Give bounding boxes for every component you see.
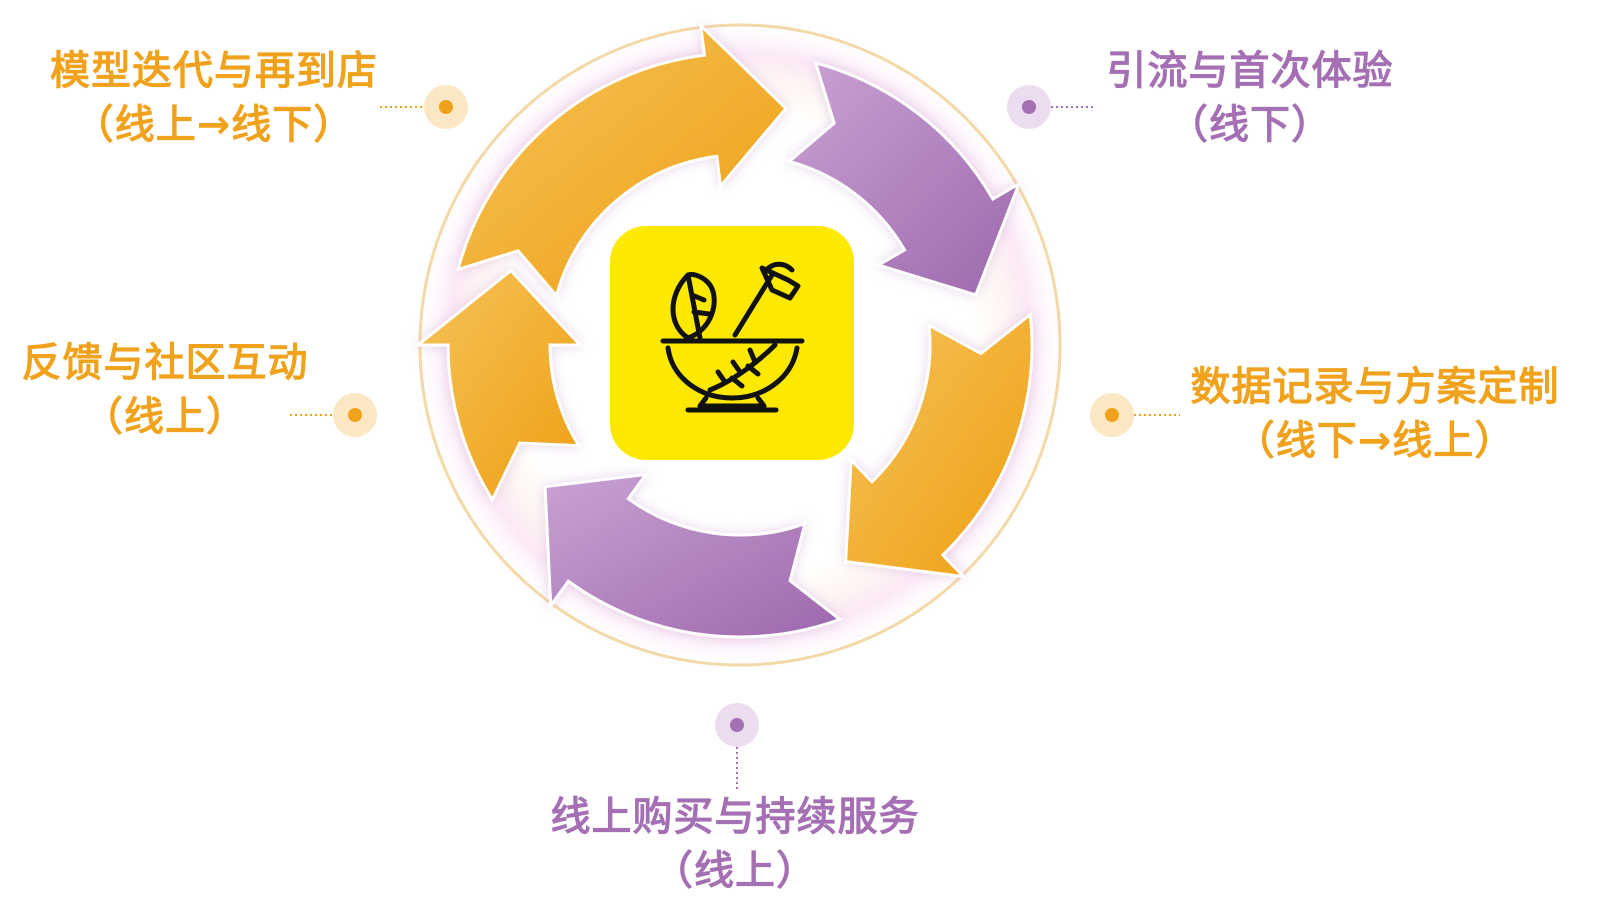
stage-title: 线上购买与持续服务 <box>550 794 920 840</box>
stage-label-top-left: 模型迭代与再到店 （线上→线下） <box>24 44 404 152</box>
cycle-arrows <box>413 21 1034 639</box>
connectors <box>290 85 1180 790</box>
stage-mode: （线下→线上） <box>1234 418 1516 464</box>
stage-label-mid-right: 数据记录与方案定制 （线下→线上） <box>1150 360 1600 468</box>
stage-title: 反馈与社区互动 <box>21 340 309 386</box>
arrow-right-lower <box>844 311 1034 579</box>
stage-mode: （线上→线下） <box>73 102 355 148</box>
mortar-pestle-herb-icon <box>660 261 805 413</box>
stage-mode: （线上） <box>83 394 247 440</box>
stage-title: 模型迭代与再到店 <box>50 48 378 94</box>
stage-mode: （线下） <box>1168 102 1332 148</box>
arrow-bottom <box>543 472 843 639</box>
stage-label-bottom: 线上购买与持续服务 （线上） <box>500 790 970 898</box>
stage-title: 数据记录与方案定制 <box>1190 364 1560 410</box>
arrow-left <box>413 268 584 503</box>
stage-mode: （线上） <box>653 848 817 894</box>
stage-title: 引流与首次体验 <box>1106 48 1394 94</box>
arrow-right-upper <box>786 60 1022 297</box>
arrow-top <box>455 21 789 299</box>
stage-label-mid-left: 反馈与社区互动 （线上） <box>0 336 330 444</box>
stage-label-top-right: 引流与首次体验 （线下） <box>1060 44 1440 152</box>
center-tile <box>610 226 854 460</box>
